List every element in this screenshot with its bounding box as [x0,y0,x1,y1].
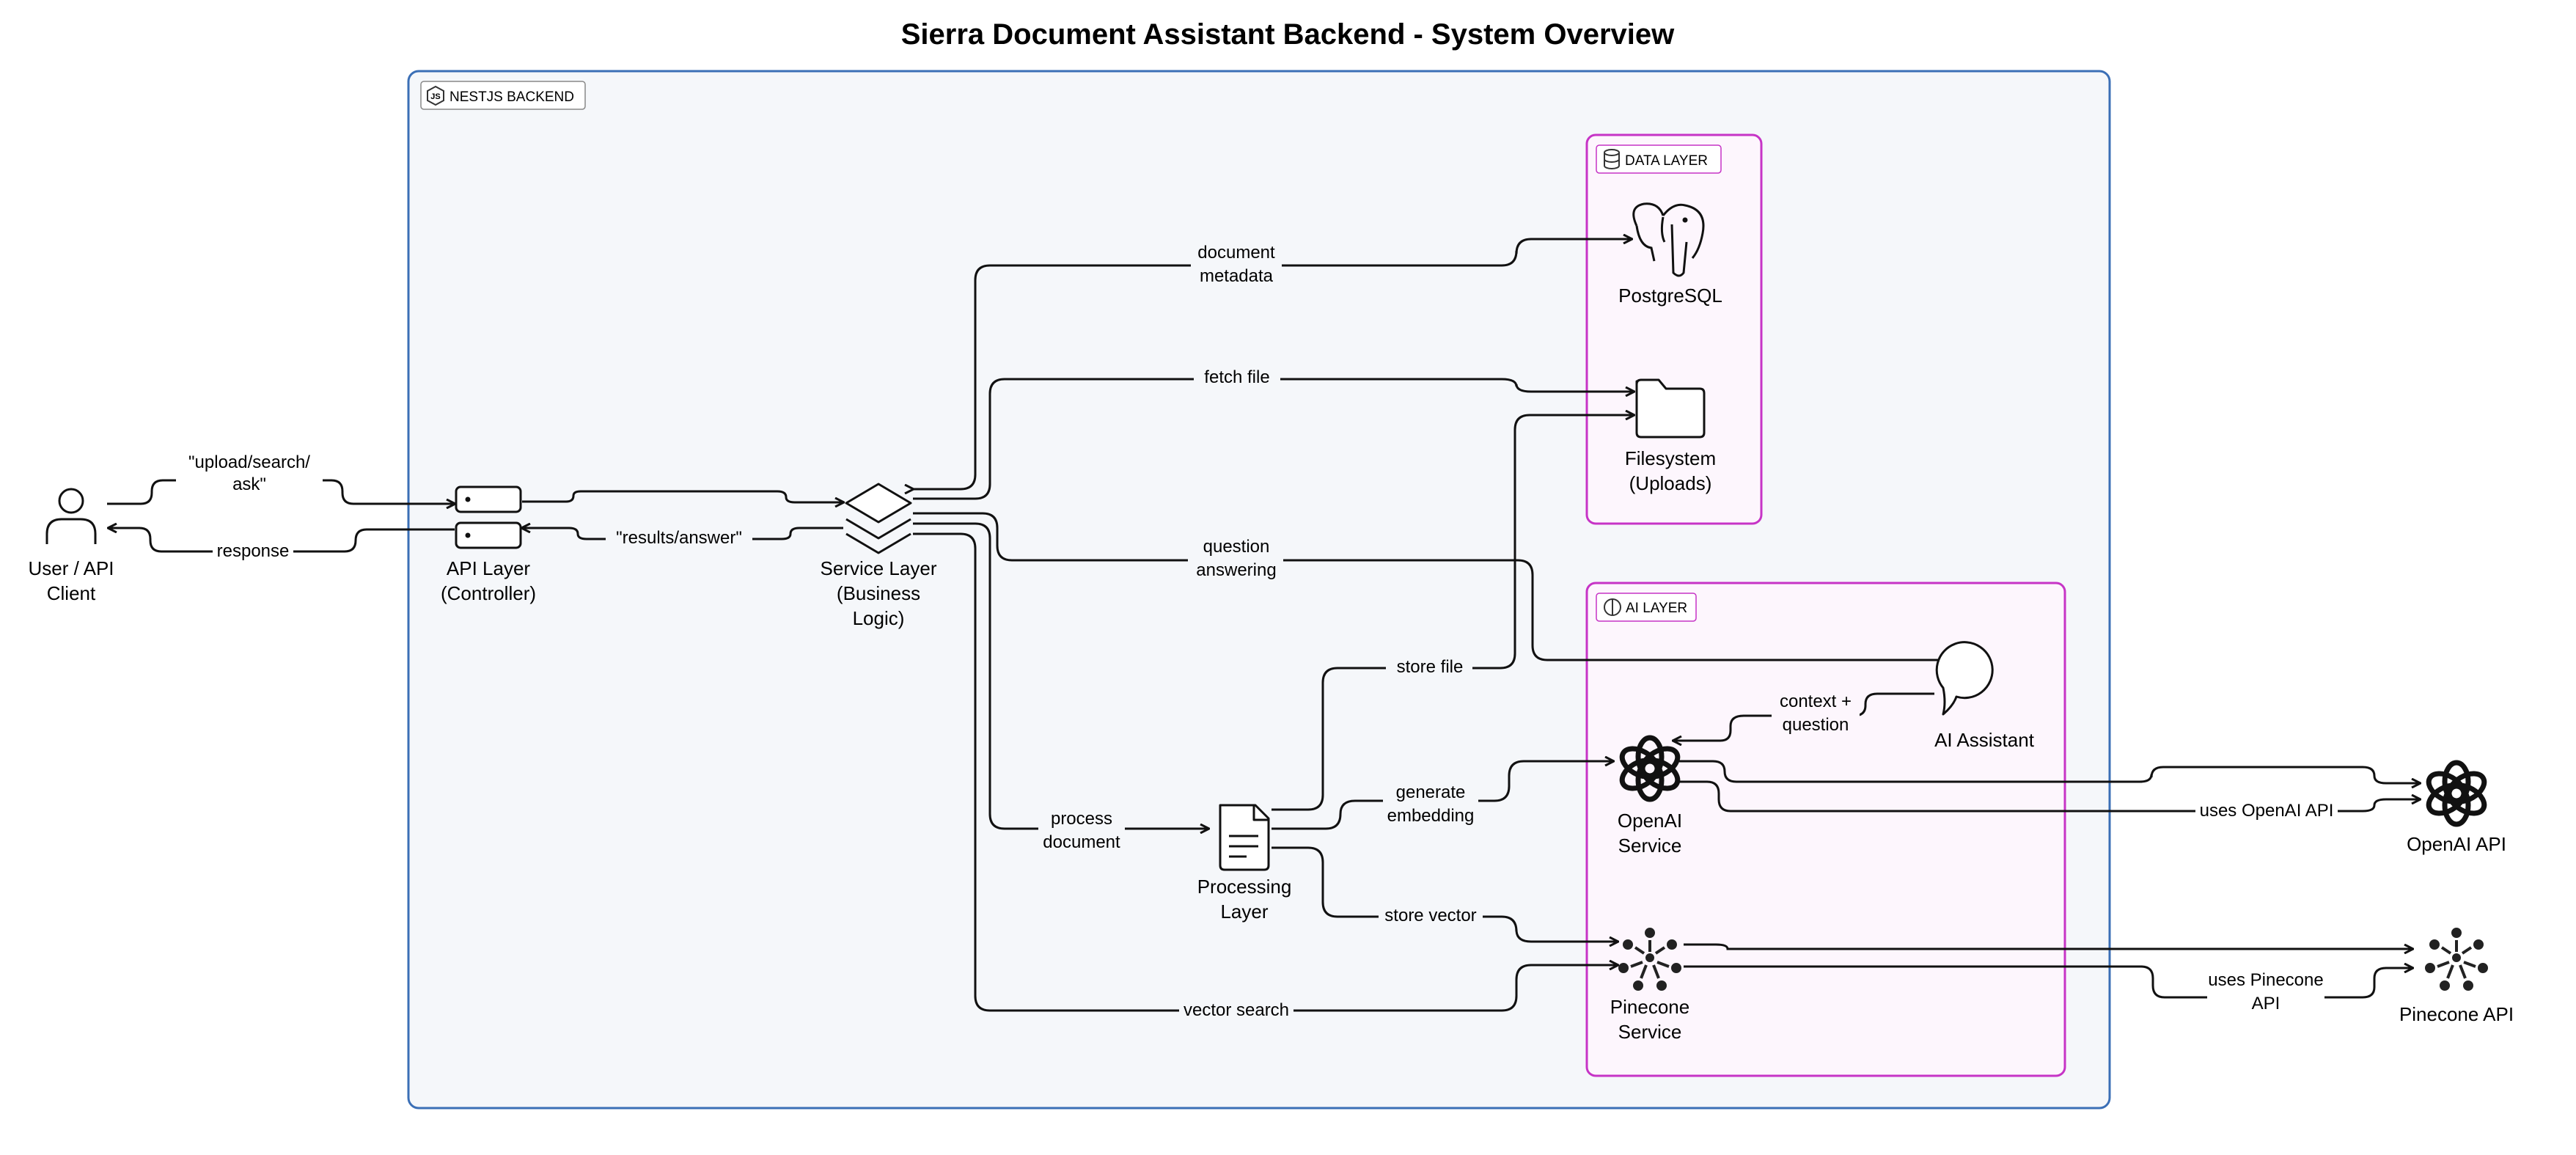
data-layer-label: DATA LAYER [1625,153,1708,169]
edge-api-service [522,490,843,502]
label-context: context + question [1772,689,1860,738]
node-filesystem[interactable]: Filesystem (Uploads) [1625,378,1716,494]
label-process: process document [1038,807,1125,855]
label-vector-search: vector search [1179,999,1293,1021]
pinecone-service-label-1: Pinecone [1610,996,1689,1018]
edge-embedding [1272,761,1613,830]
openai-api-label: OpenAI API [2407,833,2506,855]
node-postgresql[interactable]: PostgreSQL [1618,202,1722,307]
label-response: response [213,540,293,562]
svg-text:"upload/search/: "upload/search/ [188,452,310,472]
api-layer-label-2: (Controller) [441,582,536,604]
service-layer-label-1: Service Layer [821,557,937,579]
postgresql-elephant-icon [1632,202,1705,277]
label-results: "results/answer" [606,527,752,549]
pinecone-icon [2425,928,2488,991]
node-service-layer[interactable]: Service Layer (Business Logic) [821,483,937,629]
openai-service-label-1: OpenAI [1618,810,1682,832]
label-uses-openai: uses OpenAI API [2195,799,2338,821]
nodejs-icon: JS [427,85,444,106]
svg-text:embedding: embedding [1387,806,1475,826]
edge-uses-openai [1679,780,2420,813]
database-icon [1604,149,1620,169]
data-layer-tag [1596,144,1722,174]
svg-text:document: document [1043,832,1120,852]
brain-icon [1604,598,1621,616]
node-openai-service[interactable]: OpenAI Service [1618,735,1683,857]
node-ai-assistant[interactable]: AI Assistant [1934,641,2035,751]
node-processing-layer[interactable]: Processing Layer [1197,804,1292,923]
svg-text:response: response [217,541,290,561]
label-fetch: fetch file [1194,367,1280,389]
pinecone-service-label-2: Service [1618,1021,1682,1043]
svg-text:"results/answer": "results/answer" [616,528,742,548]
svg-text:document: document [1197,243,1275,263]
svg-text:answering: answering [1196,560,1276,580]
svg-text:API: API [2252,994,2280,1013]
layers-icon [845,483,912,554]
pinecone-icon [1618,928,1681,991]
openai-icon [2426,760,2487,827]
svg-text:ask": ask" [232,474,266,494]
edge-labels: "upload/search/ ask" response "results/a… [176,239,2338,1021]
label-qa: question answering [1188,534,1283,582]
node-user-client[interactable]: User / API Client [28,488,114,604]
node-pinecone-service[interactable]: Pinecone Service [1610,928,1689,1043]
edge-process [913,522,1208,829]
svg-text:context +: context + [1780,692,1852,711]
svg-text:store vector: store vector [1384,906,1476,925]
processing-layer-label-2: Layer [1220,901,1268,923]
folder-icon [1635,378,1706,439]
label-uses-pinecone: uses Pinecone API [2207,968,2324,1016]
svg-text:uses OpenAI API: uses OpenAI API [2200,801,2334,821]
ai-assistant-label: AI Assistant [1934,729,2035,751]
node-pinecone-api[interactable]: Pinecone API [2399,928,2514,1025]
server-icon [455,485,522,549]
chat-bubble-icon [1935,641,1994,716]
edge-response [109,528,455,553]
svg-text:uses Pinecone: uses Pinecone [2208,970,2323,990]
api-layer-label-1: API Layer [447,557,531,579]
postgresql-label: PostgreSQL [1618,285,1722,307]
label-metadata: document metadata [1191,239,1282,287]
svg-text:JS: JS [430,92,440,101]
label-store-vector: store vector [1379,904,1483,926]
svg-text:store file: store file [1397,657,1464,677]
service-layer-label-3: Logic) [853,607,905,629]
ai-layer-tag [1596,593,1697,622]
diagram-title: Sierra Document Assistant Backend - Syst… [901,18,1675,51]
edge-pinecone-to-api [1684,943,2412,949]
label-embedding: generate embedding [1383,780,1478,829]
backend-group-label: NESTJS BACKEND [449,89,574,105]
service-layer-label-2: (Business [837,582,920,604]
filesystem-label-1: Filesystem [1625,447,1716,469]
label-store-file: store file [1386,656,1472,678]
user-client-label-2: Client [47,582,96,604]
svg-text:metadata: metadata [1200,266,1274,286]
label-request: "upload/search/ ask" [176,449,323,496]
backend-group-tag [420,81,586,110]
document-icon [1219,804,1270,871]
pinecone-api-label: Pinecone API [2399,1003,2514,1025]
node-openai-api[interactable]: OpenAI API [2407,760,2506,855]
openai-icon [1619,735,1681,802]
svg-text:question: question [1203,537,1270,557]
svg-text:vector search: vector search [1184,1000,1289,1020]
edge-openai-to-api [1679,760,2420,783]
ai-layer-label: AI LAYER [1626,601,1687,616]
svg-text:process: process [1051,809,1112,829]
svg-text:generate: generate [1396,782,1466,802]
svg-text:fetch file: fetch file [1204,367,1269,387]
user-client-label-1: User / API [28,557,114,579]
openai-service-label-2: Service [1618,835,1682,857]
filesystem-label-2: (Uploads) [1629,472,1712,494]
user-icon [45,488,97,544]
svg-text:question: question [1783,715,1849,735]
node-api-layer[interactable]: API Layer (Controller) [441,485,536,604]
processing-layer-label-1: Processing [1197,876,1292,898]
